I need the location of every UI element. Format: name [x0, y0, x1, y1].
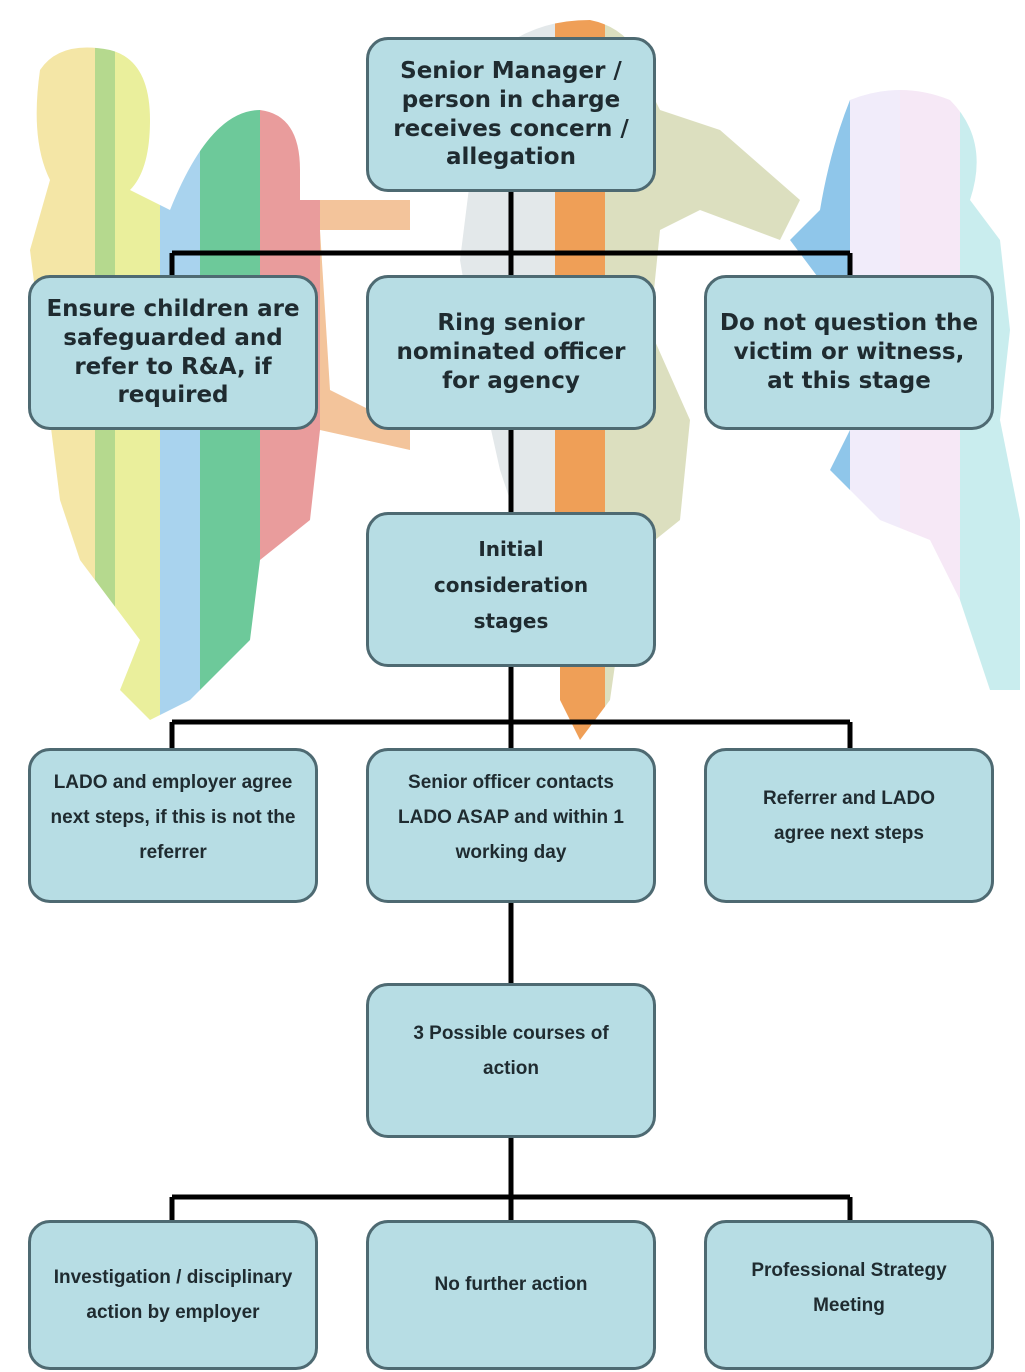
node-no-further-action-text: No further action [434, 1274, 588, 1296]
node-senior-manager-text: Senior Manager / person in charge receiv… [393, 58, 629, 171]
node-ring-senior-text: Ring senior nominated officer for agency [396, 310, 626, 394]
node-lado-employer: LADO and employer agree next steps, if t… [28, 748, 318, 903]
node-investigation-text: Investigation / disciplinary action by e… [53, 1266, 293, 1323]
node-senior-officer-contacts: Senior officer contacts LADO ASAP and wi… [366, 748, 656, 903]
node-investigation: Investigation / disciplinary action by e… [28, 1220, 318, 1370]
node-ensure-children-text: Ensure children are safeguarded and refe… [46, 296, 300, 409]
node-possible-courses-text: 3 Possible courses of action [413, 1023, 609, 1080]
node-ensure-children: Ensure children are safeguarded and refe… [28, 275, 318, 430]
node-initial-consideration-text: Initial consideration stages [433, 537, 589, 633]
node-initial-consideration: Initial consideration stages [366, 512, 656, 667]
node-possible-courses: 3 Possible courses of action [366, 983, 656, 1138]
node-strategy-meeting-text: Professional Strategy Meeting [751, 1259, 947, 1316]
node-strategy-meeting: Professional Strategy Meeting [704, 1220, 994, 1370]
node-referrer-lado: Referrer and LADO agree next steps [704, 748, 994, 903]
node-do-not-question: Do not question the victim or witness, a… [704, 275, 994, 430]
node-do-not-question-text: Do not question the victim or witness, a… [719, 310, 979, 394]
node-senior-manager: Senior Manager / person in charge receiv… [366, 37, 656, 192]
node-senior-officer-contacts-text: Senior officer contacts LADO ASAP and wi… [398, 772, 624, 864]
node-no-further-action: No further action [366, 1220, 656, 1370]
node-lado-employer-text: LADO and employer agree next steps, if t… [50, 772, 296, 864]
node-ring-senior: Ring senior nominated officer for agency [366, 275, 656, 430]
node-referrer-lado-text: Referrer and LADO agree next steps [762, 788, 936, 845]
